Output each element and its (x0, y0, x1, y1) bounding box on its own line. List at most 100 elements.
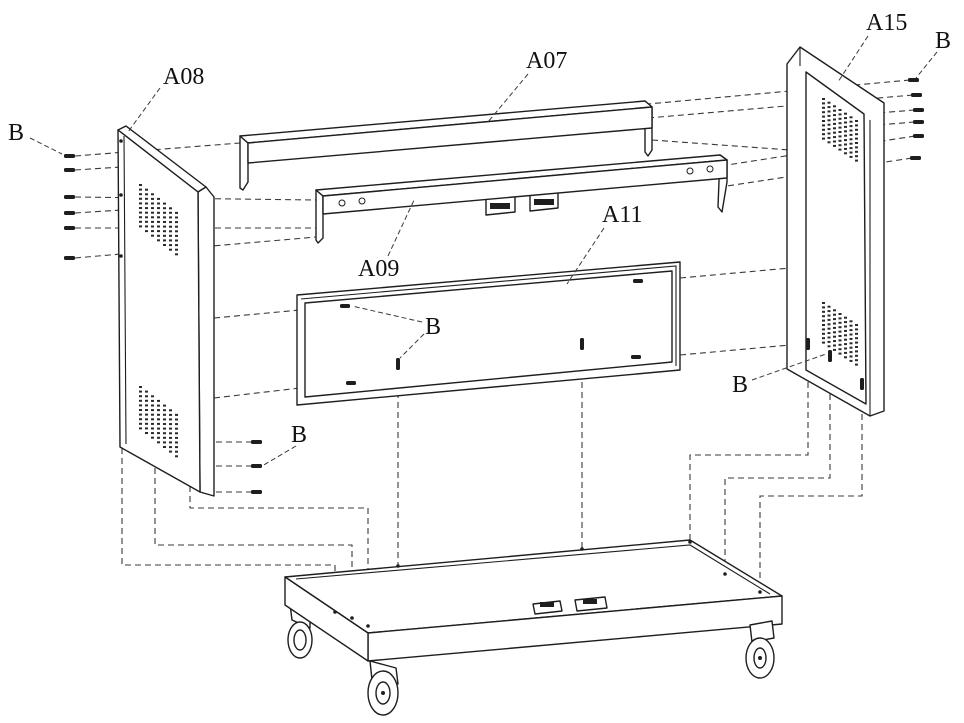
vent-hole (838, 317, 842, 320)
vent-hole (145, 418, 148, 421)
vent-hole (844, 325, 847, 328)
vent-hole (145, 211, 148, 214)
vent-hole (139, 413, 142, 416)
vent-hole (849, 138, 853, 141)
vent-hole (827, 123, 831, 126)
vent-hole (169, 432, 172, 435)
vent-hole (151, 413, 154, 416)
vent-hole (838, 144, 842, 147)
vent-hole (827, 128, 831, 131)
vent-hole (175, 427, 178, 430)
vent-hole (838, 339, 842, 342)
vent-hole (838, 326, 842, 329)
vent-hole (838, 126, 842, 129)
vent-hole (163, 441, 166, 444)
screws-right-bottom-group (806, 338, 864, 390)
screws-lower-left-group (251, 440, 262, 494)
vent-hole (139, 220, 142, 223)
vent-grid (139, 386, 178, 458)
vent-hole (139, 216, 142, 219)
vent-hole (833, 348, 836, 351)
vent-hole (157, 225, 160, 228)
vent-grid (139, 184, 178, 256)
vent-hole (822, 328, 825, 331)
vent-hole (151, 216, 154, 219)
vent-hole (163, 207, 166, 210)
vent-hole (844, 125, 847, 128)
vent-hole (827, 141, 831, 144)
vent-hole (163, 446, 166, 448)
vent-hole (833, 118, 836, 121)
vent-hole (827, 132, 831, 135)
vent-hole (855, 341, 858, 344)
vent-hole (822, 302, 825, 304)
vent-hole (833, 344, 836, 347)
vent-hole (822, 306, 825, 309)
vent-hole (169, 239, 172, 242)
vent-hole (833, 331, 836, 334)
vent-hole (151, 197, 154, 200)
vent-hole (151, 211, 154, 214)
vent-hole (175, 221, 178, 224)
vent-hole (827, 114, 831, 117)
vent-hole (175, 225, 178, 228)
base-mount-holes (333, 540, 762, 628)
vent-hole (139, 188, 142, 191)
vent-hole (855, 328, 858, 331)
vent-hole (833, 131, 836, 134)
vent-hole (175, 455, 178, 458)
vent-hole (849, 324, 853, 327)
vent-hole (157, 441, 160, 444)
vent-hole (169, 446, 172, 449)
vent-hole (163, 216, 166, 219)
vent-hole (822, 111, 825, 114)
vent-hole (145, 395, 148, 398)
label-b-top-left: B (8, 120, 24, 146)
vent-hole (175, 248, 178, 251)
vent-hole (855, 128, 858, 131)
label-a07: A07 (526, 48, 567, 74)
vent-hole (163, 423, 166, 425)
vent-hole (827, 106, 831, 109)
vent-hole (157, 207, 160, 210)
vent-hole (145, 399, 148, 402)
vent-hole (827, 314, 831, 317)
vent-hole (855, 346, 858, 348)
vent-hole (169, 423, 172, 426)
vent-hole (822, 310, 825, 313)
vent-hole (844, 130, 847, 133)
vent-hole (849, 129, 853, 132)
vent-hole (175, 234, 178, 237)
vent-hole (838, 321, 842, 324)
vent-hole (145, 220, 148, 223)
label-a09: A09 (358, 256, 399, 282)
vent-hole (855, 350, 858, 353)
vent-hole (822, 137, 825, 140)
vent-hole (169, 418, 172, 421)
vent-hole (157, 197, 160, 200)
vent-hole (844, 117, 847, 120)
vent-hole (827, 136, 831, 139)
vent-hole (157, 239, 160, 242)
vent-hole (849, 351, 853, 354)
vent-hole (145, 202, 148, 205)
vent-hole (175, 244, 178, 247)
vent-hole (151, 432, 154, 435)
vent-hole (175, 413, 178, 416)
vent-hole (169, 436, 172, 439)
vent-hole (849, 151, 853, 154)
vent-hole (169, 427, 172, 430)
vent-hole (145, 193, 148, 196)
vent-hole (151, 230, 154, 233)
assembly-guide-lines (74, 79, 916, 626)
vent-hole (822, 332, 825, 335)
vent-hole (838, 335, 842, 337)
vent-grid (822, 98, 858, 162)
screws-left-group (64, 154, 75, 260)
vent-hole (169, 211, 172, 214)
vent-hole (822, 319, 825, 322)
part-a15-right-panel (786, 46, 885, 417)
vent-hole (157, 220, 160, 223)
vent-hole (157, 422, 160, 425)
vent-hole (827, 340, 831, 343)
